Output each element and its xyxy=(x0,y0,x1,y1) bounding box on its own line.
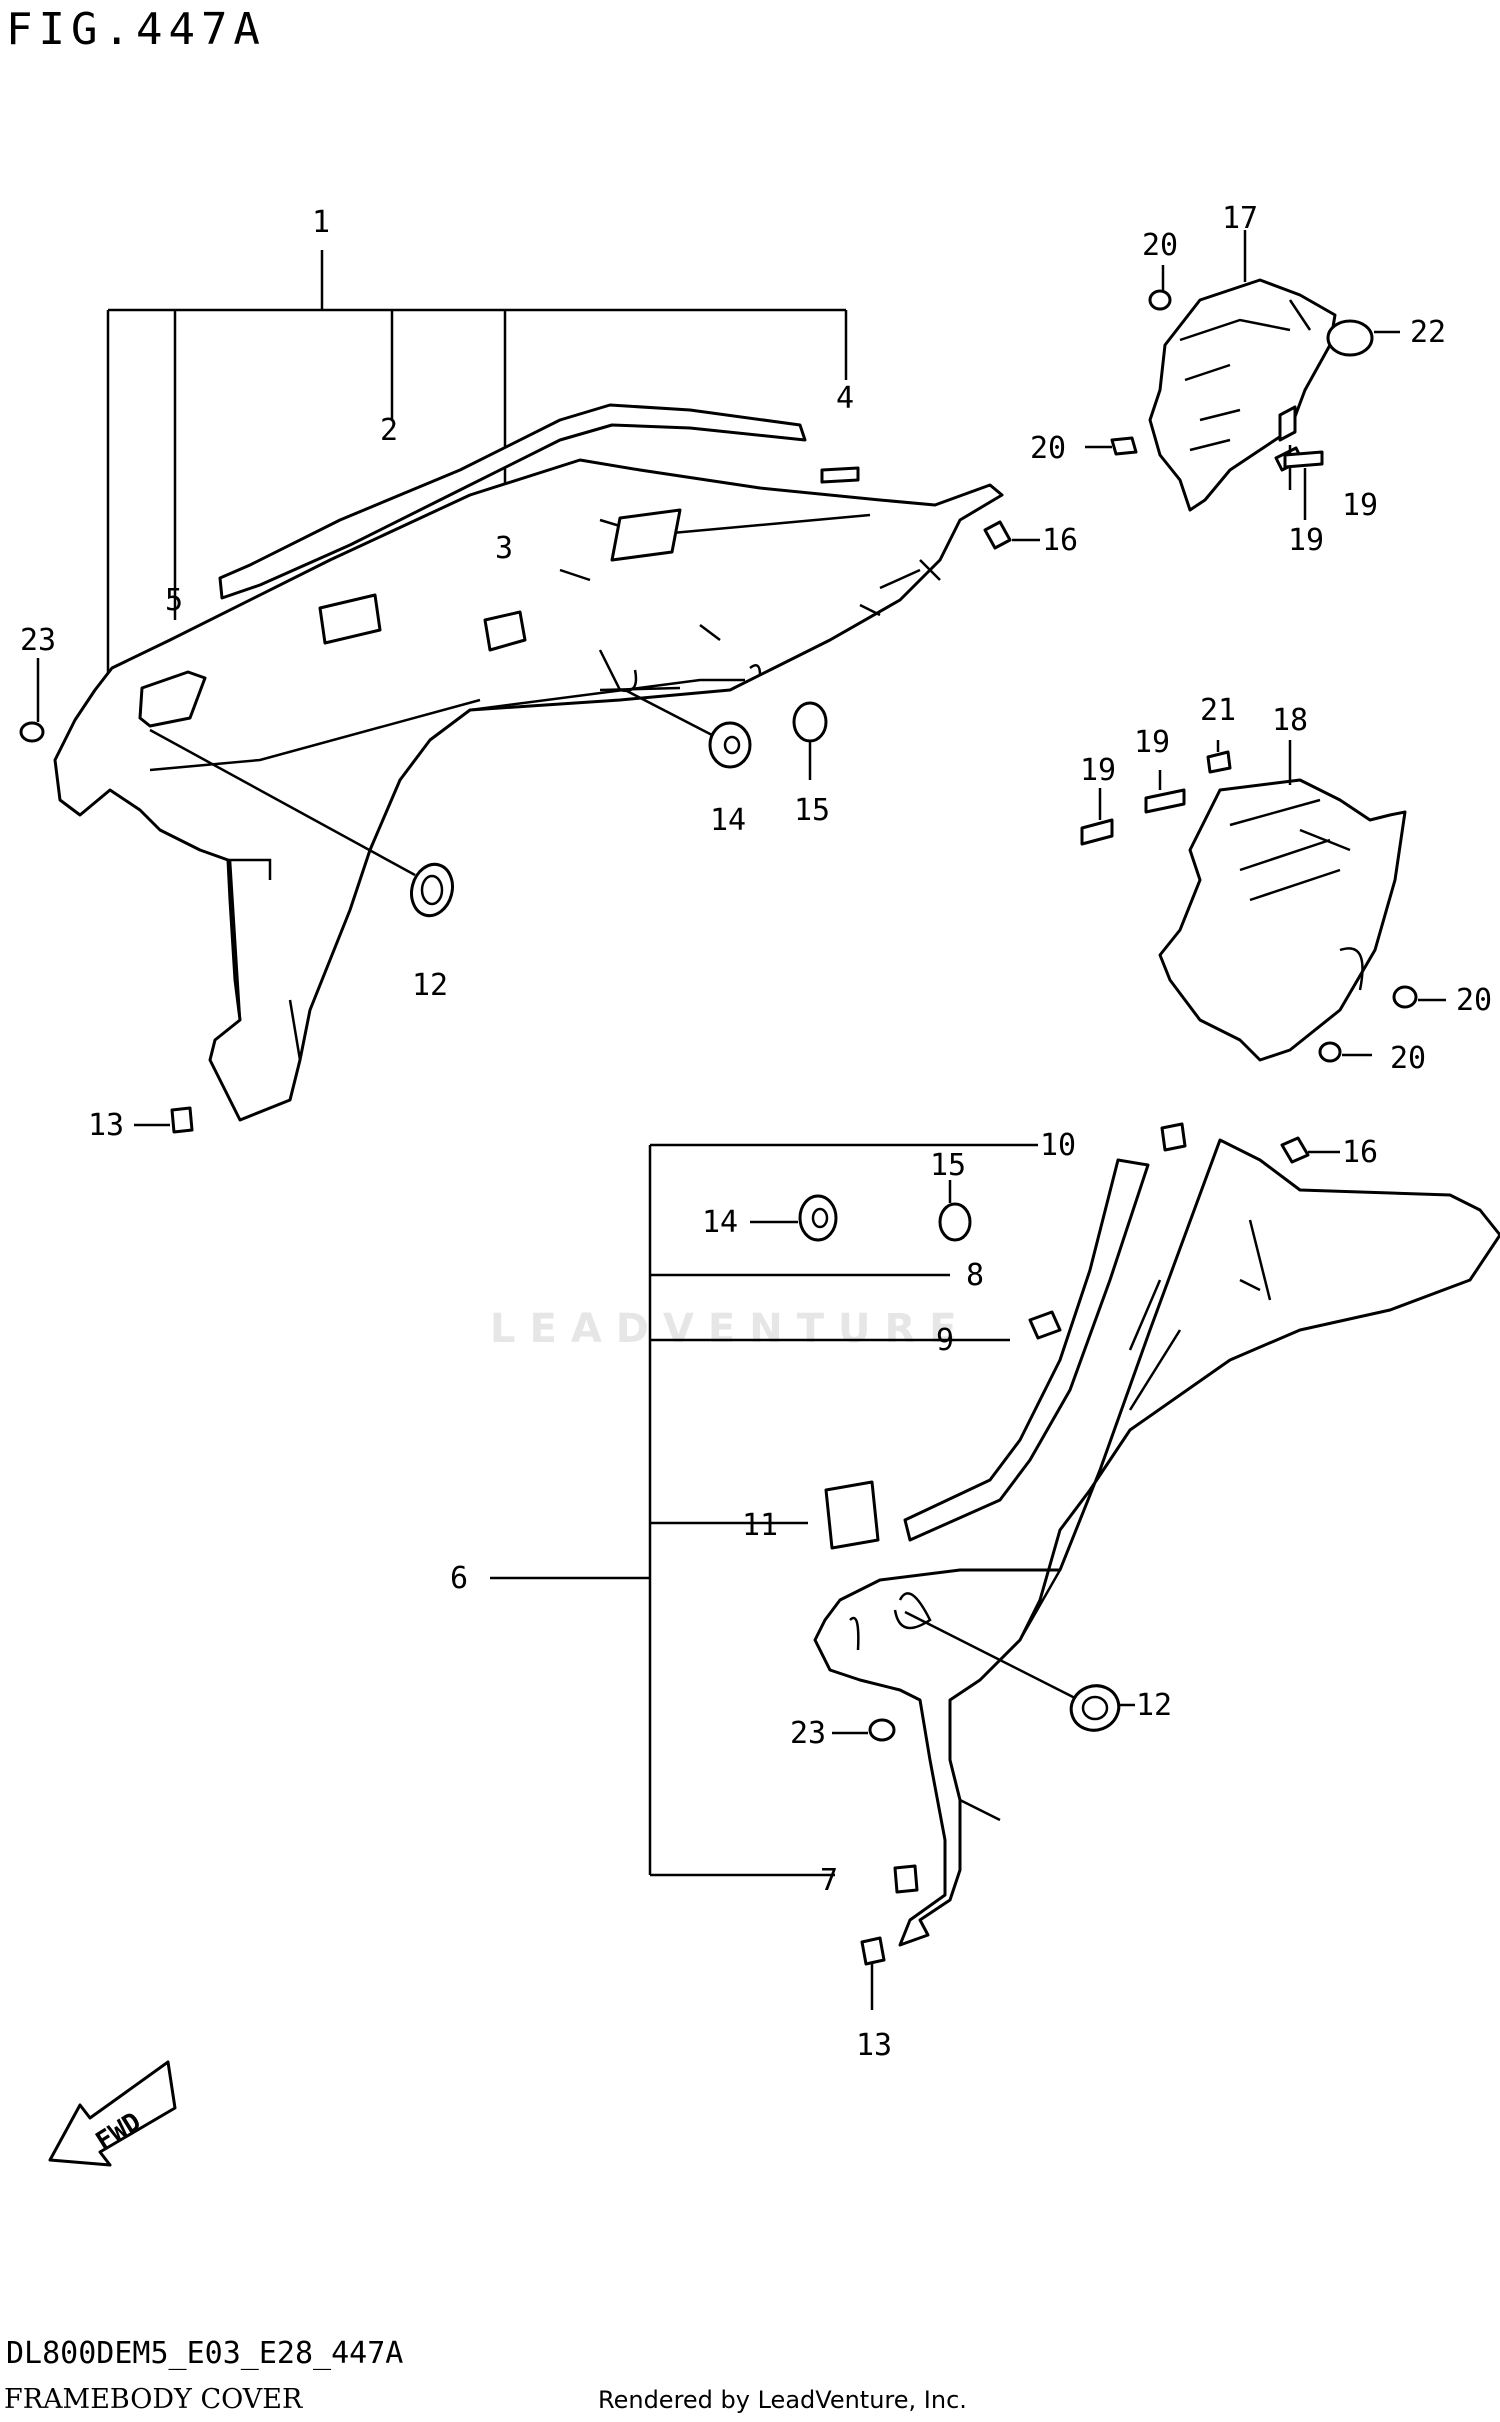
callout-22: 22 xyxy=(1410,315,1446,350)
part-16-clip-lower[interactable] xyxy=(1280,1136,1340,1164)
callout-6: 6 xyxy=(450,1561,468,1596)
callout-2: 2 xyxy=(380,413,398,448)
callout-13-lower: 13 xyxy=(856,2028,892,2063)
part-14-washer-upper[interactable] xyxy=(624,688,752,769)
callout-10: 10 xyxy=(1040,1128,1076,1163)
callout-21: 21 xyxy=(1200,693,1236,728)
callout-9: 9 xyxy=(936,1323,954,1358)
render-credit: Rendered by LeadVenture, Inc. xyxy=(598,2386,967,2414)
part-4-pad[interactable] xyxy=(820,466,860,484)
part-23-screw-lower[interactable] xyxy=(832,1718,896,1742)
part-18-cover[interactable] xyxy=(1158,740,1407,1062)
part-6-frame-cover-right[interactable] xyxy=(490,1138,1500,1947)
callout-20-a: 20 xyxy=(1142,228,1178,263)
part-11-cushion[interactable] xyxy=(824,1480,880,1550)
part-19-tape-b[interactable] xyxy=(1283,450,1324,520)
callout-20-d: 20 xyxy=(1390,1041,1426,1076)
part-20-screw-a[interactable] xyxy=(1148,265,1172,311)
part-14-washer-lower[interactable] xyxy=(750,1194,838,1242)
callout-4: 4 xyxy=(836,381,854,416)
callout-12-upper: 12 xyxy=(412,968,448,1003)
part-19-tape-a[interactable] xyxy=(1274,405,1304,490)
part-13-nut-lower[interactable] xyxy=(860,1936,886,2010)
part-19-tape-c[interactable] xyxy=(1144,770,1186,814)
callout-18: 18 xyxy=(1272,703,1308,738)
callout-8: 8 xyxy=(966,1258,984,1293)
callout-17: 17 xyxy=(1222,201,1258,236)
part-23-screw-upper[interactable] xyxy=(19,658,45,743)
callout-13-upper: 13 xyxy=(88,1108,124,1143)
callout-5: 5 xyxy=(165,583,183,618)
part-13-nut-upper[interactable] xyxy=(134,1106,194,1134)
part-16-clip-upper[interactable] xyxy=(983,520,1040,550)
part-15-collar-upper[interactable] xyxy=(792,701,828,780)
part-20-screw-b[interactable] xyxy=(1085,436,1138,456)
part-10-pad[interactable] xyxy=(1160,1122,1187,1152)
part-1-frame-cover-left[interactable] xyxy=(53,250,1004,1122)
callout-19-c: 19 xyxy=(1134,725,1170,760)
part-7-nut[interactable] xyxy=(893,1864,919,1894)
figure-title: FIG.447A xyxy=(6,4,266,55)
callout-20-c: 20 xyxy=(1456,983,1492,1018)
callout-16-lower: 16 xyxy=(1342,1135,1378,1170)
callout-20-b: 20 xyxy=(1030,431,1066,466)
part-20-screw-c[interactable] xyxy=(1392,985,1446,1009)
watermark: LEADVENTURE xyxy=(490,1306,971,1352)
callout-23-upper: 23 xyxy=(20,623,56,658)
callout-7: 7 xyxy=(820,1863,838,1898)
part-9-tape[interactable] xyxy=(1028,1310,1062,1340)
callout-15-upper: 15 xyxy=(794,793,830,828)
fwd-arrow-icon: FWD xyxy=(48,2060,177,2167)
callout-labels: 1 2 3 4 5 6 7 8 9 10 11 12 12 13 13 14 1… xyxy=(20,201,1492,2063)
part-15-collar-lower[interactable] xyxy=(938,1180,972,1242)
callout-15-lower: 15 xyxy=(930,1148,966,1183)
callout-23-lower: 23 xyxy=(790,1716,826,1751)
callout-14-lower: 14 xyxy=(702,1205,738,1240)
part-12-grommet-upper[interactable] xyxy=(149,728,458,920)
model-code: DL800DEM5_E03_E28_447A xyxy=(6,2336,404,2371)
callout-14-upper: 14 xyxy=(710,803,746,838)
part-19-tape-d[interactable] xyxy=(1080,788,1114,846)
part-22-grommet[interactable] xyxy=(1326,319,1400,357)
part-12-grommet-lower[interactable] xyxy=(904,1610,1135,1737)
figure-name: FRAMEBODY COVER xyxy=(4,2384,303,2415)
part-5-cushion[interactable] xyxy=(138,670,207,728)
callout-3: 3 xyxy=(495,531,513,566)
callout-19-b: 19 xyxy=(1288,523,1324,558)
callout-12-lower: 12 xyxy=(1136,1688,1172,1723)
part-20-screw-d[interactable] xyxy=(1318,1041,1372,1063)
callout-16-upper: 16 xyxy=(1042,523,1078,558)
part-17-cover[interactable] xyxy=(1148,230,1337,512)
callout-11: 11 xyxy=(742,1508,778,1543)
part-21-clip[interactable] xyxy=(1206,740,1232,774)
callout-19-a: 19 xyxy=(1342,488,1378,523)
callout-1: 1 xyxy=(312,205,330,240)
callout-19-d: 19 xyxy=(1080,753,1116,788)
